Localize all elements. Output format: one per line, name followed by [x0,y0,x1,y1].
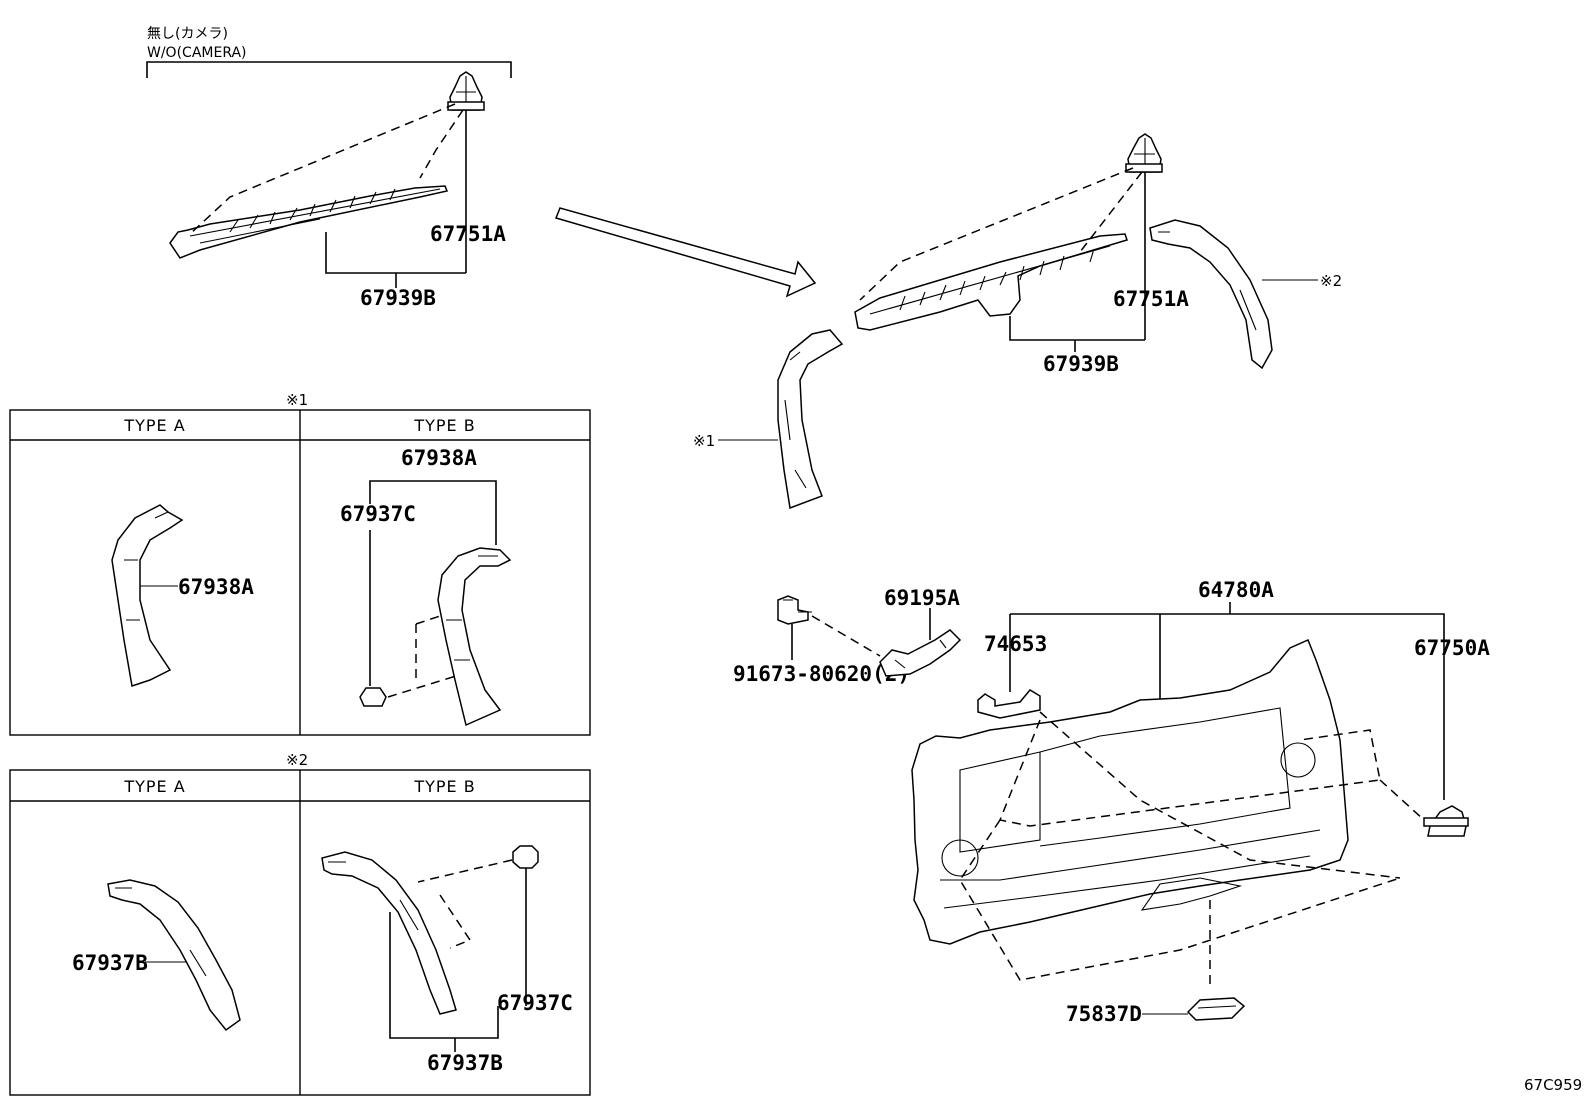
part-67751a-right: 67751A [1113,287,1189,311]
mark-ref1-box: ※1 [286,391,308,409]
clip-icon-right [1125,133,1163,173]
garnish-strip-right [854,233,1128,331]
ref1-header-type-a: TYPE A [123,416,185,435]
part-69195a: 69195A [884,586,960,610]
ref1-type-b-part-top: 67938A [401,446,477,470]
part-64780a: 64780A [1198,578,1274,602]
ref1-type-a-part: 67938A [178,575,254,599]
ref2-type-a-part: 67937B [72,951,148,975]
ref2-type-b-part-side: 67937C [497,991,573,1015]
part-67939b-left: 67939B [360,286,436,310]
leader-ref1-b-top [369,480,497,545]
leader-clip-left-b [189,103,456,235]
bracket-69195a [879,629,962,677]
ref2-header-type-b: TYPE B [413,777,475,796]
part-67939b-right: 67939B [1043,352,1119,376]
leader-67939b-right [1009,316,1145,341]
mark-ref2-main: ※2 [1320,272,1342,290]
ref1-type-b-part-side: 67937C [340,502,416,526]
leader-panel-clip-dash [1379,779,1425,821]
ref2-type-a-garnish [107,879,241,1032]
note-line-2: W/O(CAMERA) [147,45,247,61]
leader-clip-right-b [859,167,1134,301]
ref2-type-b-part-bottom: 67937B [427,1051,503,1075]
part-74653: 74653 [984,632,1047,656]
note-bracket [146,61,512,78]
leader-ref2-b-bottom [389,912,499,1039]
ref1-type-b-clip [359,687,387,707]
leader-clip-right-a [1079,171,1143,253]
ref2-type-b-garnish [321,851,457,1015]
pillar-garnish-ref2 [1149,219,1273,370]
clip-icon-67750a [1423,805,1469,837]
part-91673: 91673-80620(2) [733,662,910,686]
leader-ref1-b-dash [415,615,441,680]
leader-ref1-b-clip [387,675,457,698]
lamp-icon-75837d [1186,997,1246,1021]
leader-ref2-b-clip [417,859,513,883]
leader-bolt-dash [811,615,881,657]
mark-ref1-main: ※1 [693,432,715,450]
diagram-code: 67C959 [1524,1076,1582,1094]
ref1-type-a-garnish [111,504,184,687]
leader-67939b-left [325,232,466,274]
ref1-header-type-b: TYPE B [413,416,475,435]
leader-ref2-b-dash [439,894,472,949]
leader-64780a [1010,613,1445,800]
hook-74653 [977,689,1041,719]
ref2-header-type-a: TYPE A [123,777,185,796]
bolt-icon [777,595,812,625]
ref1-type-b-garnish [437,547,512,727]
part-67751a-left: 67751A [430,222,506,246]
mark-ref2-box: ※2 [286,751,308,769]
leader-panel-dash-b [1039,711,1401,879]
part-75837d: 75837D [1066,1002,1142,1026]
leader-panel-dash-c [959,819,1401,981]
note-line-1: 無し(カメラ) [147,26,228,42]
garnish-strip-left [169,185,449,259]
pillar-garnish-ref1 [777,329,844,510]
leader-clip-left-a [419,109,464,179]
ref2-type-b-clip [512,845,539,869]
part-67750a: 67750A [1414,636,1490,660]
arrow-right-icon [554,207,817,298]
